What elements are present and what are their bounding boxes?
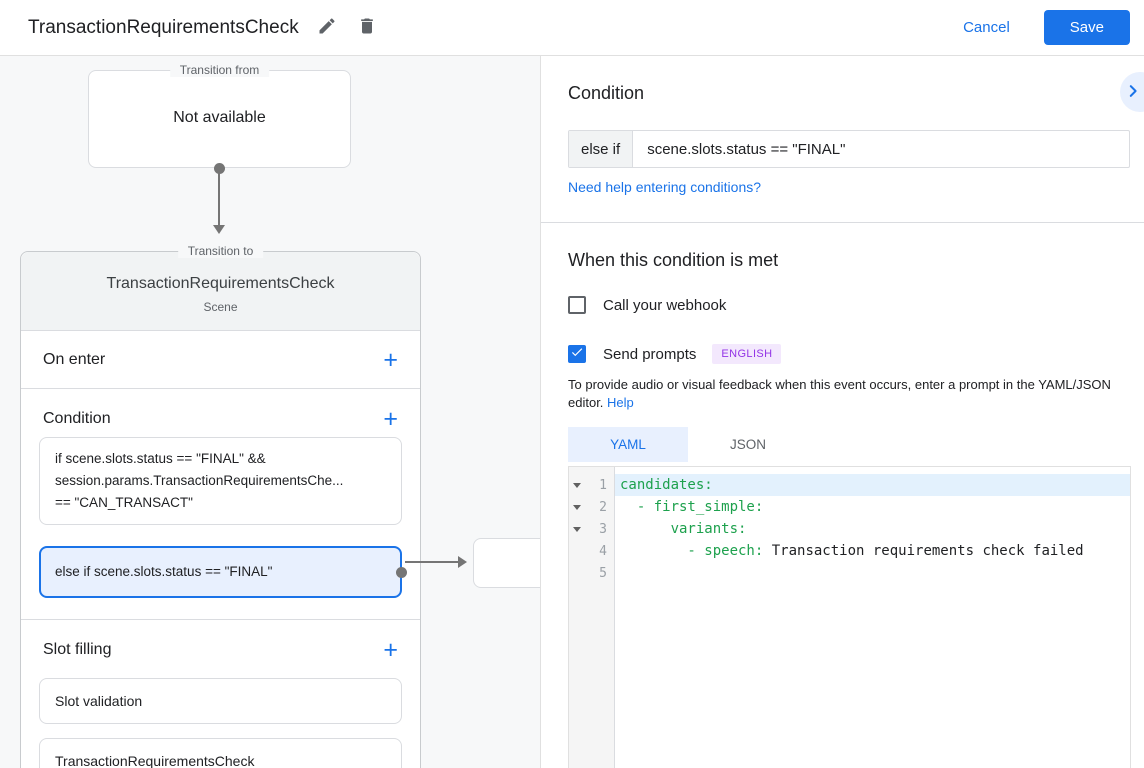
collapse-panel-button[interactable] [1120,72,1144,112]
condition-1-line-2: session.params.TransactionRequirementsCh… [55,473,344,488]
code-line: candidates: [615,474,1130,496]
scene-node-subtitle: Scene [203,300,238,314]
trash-icon [357,16,377,39]
editor-code-area[interactable]: candidates: - first_simple: variants: - … [615,467,1130,768]
when-met-heading: When this condition is met [568,250,779,270]
arrow-down-icon [213,225,225,234]
code-line: variants: [615,518,1130,540]
code-line: - speech: Transaction requirements check… [615,540,1130,562]
slot-filling-section-row: Slot filling + [21,620,420,664]
condition-section-row: Condition + [21,389,420,433]
gutter-row: 1 [569,474,614,496]
gutter-row: 5 [569,562,614,584]
condition-prefix: else if [569,131,634,167]
send-prompts-label: Send prompts [603,345,697,363]
fold-toggle-icon[interactable] [573,504,586,510]
call-webhook-label: Call your webhook [603,296,727,314]
condition-editor-panel: Condition else if Need help entering con… [540,56,1144,768]
line-number: 2 [599,499,607,515]
transition-target-node[interactable] [473,538,540,588]
editor-gutter: 1 2 3 4 5 [569,467,615,768]
condition-1-line-3: == "CAN_TRANSACT" [55,495,193,510]
prompts-description-text: To provide audio or visual feedback when… [568,377,1111,410]
delete-button[interactable] [349,10,385,46]
gutter-row: 4 [569,540,614,562]
prompts-help-link[interactable]: Help [607,395,634,410]
arrow-right-icon [458,556,467,568]
connector-dot [396,566,407,578]
slot-item-validation[interactable]: Slot validation [39,678,402,724]
add-slot-button[interactable]: + [383,636,398,664]
slot-item-transaction-requirements[interactable]: TransactionRequirementsCheck [39,738,402,768]
condition-panel-heading: Condition [568,83,645,103]
line-number: 3 [599,521,607,537]
call-webhook-checkbox[interactable] [568,296,586,314]
condition-2-text: else if scene.slots.status == "FINAL" [55,564,273,579]
tab-yaml[interactable]: YAML [568,427,688,462]
slot-filling-label: Slot filling [43,641,112,658]
line-number: 1 [599,477,607,493]
code-line [615,562,1130,584]
yaml-key: variants: [620,521,747,537]
checkmark-icon [570,345,584,364]
panel-divider [541,222,1144,223]
pencil-icon [317,16,337,39]
connector-line-vertical [218,168,220,225]
transition-from-value: Not available [173,109,266,126]
top-bar: TransactionRequirementsCheck Cancel Save [0,0,1144,56]
condition-expression-input[interactable] [633,131,1129,167]
editor-tabs: YAML JSON [568,427,808,462]
transition-to-legend: Transition to [177,244,264,258]
flow-canvas: Transition from Not available Transition… [0,56,540,768]
save-button[interactable]: Save [1043,10,1130,45]
add-condition-button[interactable]: + [383,405,398,433]
page-title: TransactionRequirementsCheck [28,16,299,38]
condition-section-label: Condition [43,410,111,427]
webhook-row: Call your webhook [568,296,726,314]
yaml-key: - speech: [620,543,764,559]
chevron-right-icon [1124,82,1142,103]
edit-button[interactable] [309,10,345,46]
code-line: - first_simple: [615,496,1130,518]
on-enter-row: On enter + [21,331,420,389]
transition-from-node: Transition from Not available [88,63,351,168]
add-on-enter-button[interactable]: + [383,345,398,374]
scene-node-header[interactable]: TransactionRequirementsCheck Scene [21,252,420,331]
yaml-code-editor: 1 2 3 4 5 candidates: - first_simple: [568,466,1131,768]
condition-expression-group: else if [568,130,1130,168]
yaml-key: - first_simple: [620,499,764,515]
tab-json[interactable]: JSON [688,427,808,462]
prompts-description: To provide audio or visual feedback when… [568,376,1144,412]
cancel-button[interactable]: Cancel [947,11,1026,44]
connector-line-horizontal [405,561,460,563]
section-divider [21,619,420,620]
fold-toggle-icon[interactable] [573,482,586,488]
yaml-value: Transaction requirements check failed [763,543,1084,559]
yaml-key: candidates: [620,477,713,493]
condition-item-2-selected[interactable]: else if scene.slots.status == "FINAL" [39,546,407,598]
line-number: 5 [599,565,607,581]
scene-node-card: Transition to TransactionRequirementsChe… [20,244,421,768]
condition-1-line-1: if scene.slots.status == "FINAL" && [55,451,266,466]
line-number: 4 [599,543,607,559]
gutter-row: 2 [569,496,614,518]
gutter-row: 3 [569,518,614,540]
scene-node-title: TransactionRequirementsCheck [106,275,335,292]
send-prompts-checkbox[interactable] [568,345,586,363]
condition-help-link[interactable]: Need help entering conditions? [568,179,762,195]
transition-from-legend: Transition from [169,63,270,77]
fold-toggle-icon[interactable] [573,526,586,532]
on-enter-label: On enter [43,350,106,368]
condition-item-1[interactable]: if scene.slots.status == "FINAL" && sess… [39,437,402,525]
send-prompts-row: Send prompts ENGLISH [568,344,782,364]
language-badge: ENGLISH [712,344,782,364]
